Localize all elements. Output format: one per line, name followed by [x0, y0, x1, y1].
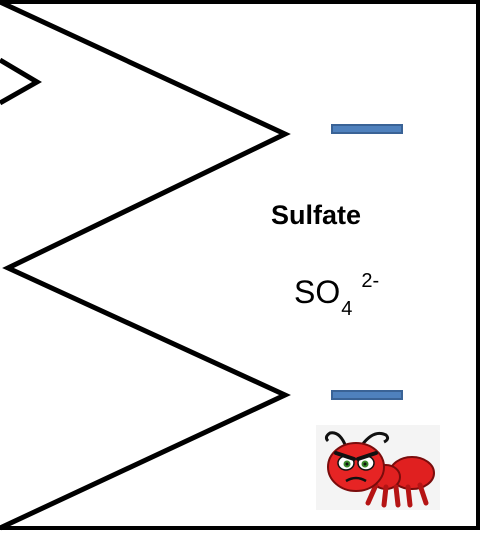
ion-name: Sulfate [271, 200, 362, 230]
formula-base: SO [294, 274, 341, 310]
formula-charge: 2- [361, 270, 380, 292]
zigzag-notch [0, 57, 42, 106]
negative-charge-top [331, 124, 403, 134]
ion-formula: SO4 2- [294, 271, 379, 319]
zigzag-edge [0, 0, 291, 531]
negative-charge-bottom [331, 390, 403, 400]
formula-subscript: 4 [341, 298, 353, 320]
angry-red-ant-icon [316, 425, 440, 510]
